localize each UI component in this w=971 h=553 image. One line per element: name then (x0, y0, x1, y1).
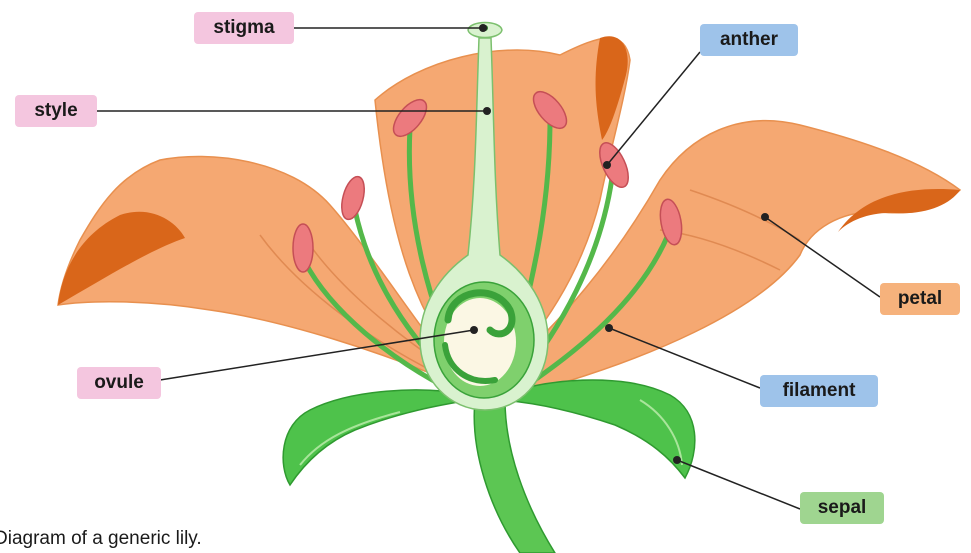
label-ovule: ovule (77, 367, 161, 399)
left-sepal (283, 390, 470, 485)
figure-caption: Diagram of a generic lily. (0, 528, 202, 550)
label-petal: petal (880, 283, 960, 315)
label-filament: filament (760, 375, 878, 407)
label-sepal: sepal (800, 492, 884, 524)
label-stigma: stigma (194, 12, 294, 44)
right-sepal (500, 380, 695, 478)
label-style: style (15, 95, 97, 127)
stem (474, 400, 555, 553)
label-anther: anther (700, 24, 798, 56)
